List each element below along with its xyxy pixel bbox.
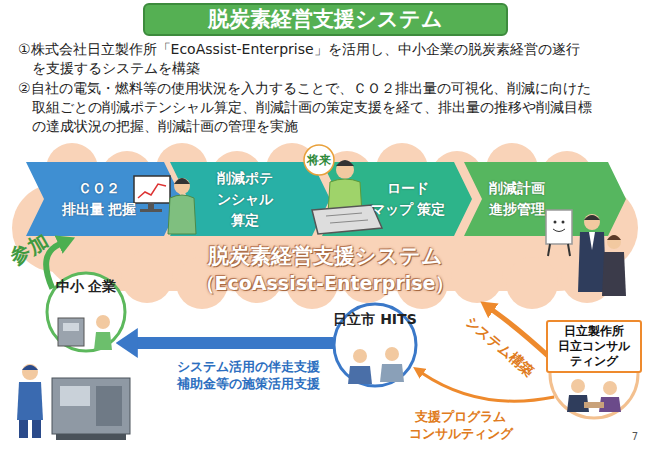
actor-circle: 中小 企業: [45, 271, 127, 353]
connector-arrow: [422, 373, 554, 401]
step-chevron: 削減計画 進捗管理: [464, 162, 626, 236]
chev-outline: [322, 162, 472, 236]
node-label: 日立市 HITS: [332, 310, 418, 328]
actor-circle: 日立市 HITS: [332, 302, 418, 388]
node-label: 中小 企業: [45, 277, 127, 295]
node-label: 日立製作所 日立コンサル ティング: [546, 320, 642, 373]
step-label: ロード マップ 策定: [368, 162, 448, 236]
bullet-text: ②自社の電気・燃料等の使用状況を入力することで、ＣＯ２排出量の可視化、削減に向け…: [18, 79, 644, 136]
page-number: 7: [626, 430, 644, 444]
step-chevron: ロード マップ 策定: [322, 162, 472, 236]
chev-outline: [26, 162, 182, 236]
step-label: 削減ポテ ンシャル 算定: [203, 162, 287, 236]
connector-arrow: [137, 337, 333, 349]
title-bar: 脱炭素経営支援システム: [143, 3, 508, 36]
edge-label: システム構築: [460, 310, 541, 382]
edge-label: 支援プログラム コンサルティング: [398, 408, 523, 442]
chev-outline: [464, 162, 626, 236]
step-label: 削減計画 進捗管理: [484, 162, 550, 236]
node-label: 脱炭素経営支援システム: [22, 243, 628, 269]
bullet-text: ①株式会社日立製作所「EcoAssist-Enterprise」を活用し、中小企…: [18, 40, 644, 78]
step-chevron: ＣＯ２ 排出量 把握: [26, 162, 182, 236]
step-chevron: 削減ポテ ンシャル 算定: [170, 162, 330, 236]
edge-label: システム活用の伴走支援 補助金等の施策活用支援: [158, 358, 338, 392]
thought-bubble-label: 将来: [305, 152, 333, 168]
step-label: ＣＯ２ 排出量 把握: [56, 162, 142, 236]
actor-circle: 日立製作所 日立コンサル ティング: [548, 328, 640, 420]
